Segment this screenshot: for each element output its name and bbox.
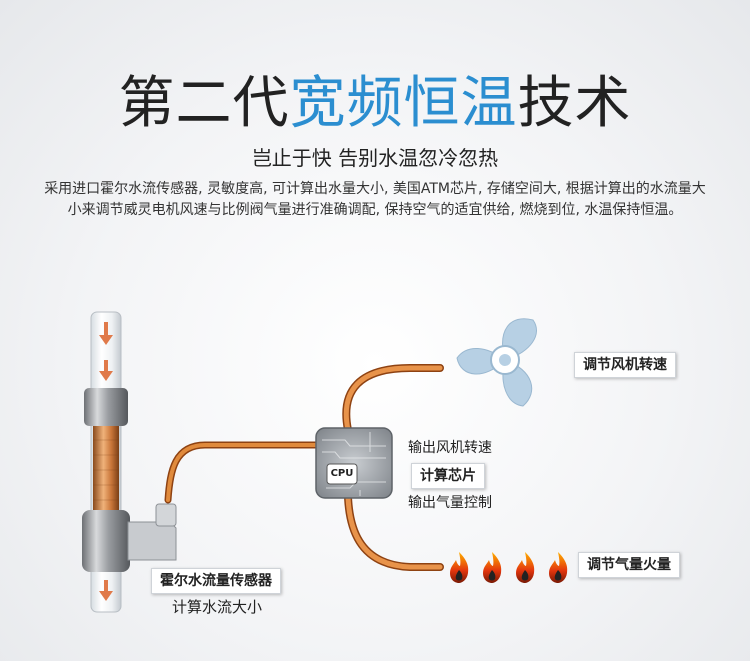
cpu-label: 计算芯片 [411, 463, 485, 489]
fan-speed-label: 调节风机转速 [574, 352, 676, 378]
title-suffix: 技术 [517, 71, 632, 136]
output-gas-control-text: 输出气量控制 [408, 495, 492, 511]
copper-pipes [164, 364, 444, 571]
sensor-label: 霍尔水流量传感器 [151, 568, 281, 594]
page-title: 第二代宽频恒温技术 [0, 72, 750, 136]
cpu-chip [315, 427, 393, 499]
flame-icon [549, 552, 568, 583]
flame-icons [450, 552, 568, 583]
hall-flow-sensor [82, 311, 177, 613]
flame-icon [516, 552, 535, 583]
cpu-chip-text: CPU [330, 468, 354, 479]
flame-icon [483, 552, 502, 583]
fan-icon [456, 318, 537, 407]
gas-flame-label: 调节气量火量 [578, 552, 680, 578]
title-highlight: 宽频恒温 [289, 71, 518, 136]
flame-icon [450, 552, 469, 583]
flow-arrow-icon [99, 322, 113, 601]
sensor-caption: 计算水流大小 [172, 598, 263, 616]
title-prefix: 第二代 [118, 71, 290, 136]
output-fan-speed-text: 输出风机转速 [408, 440, 492, 456]
subtitle: 岂止于快 告别水温忽冷忽热 [251, 146, 499, 170]
description: 采用进口霍尔水流传感器, 灵敏度高, 可计算出水量大小, 美国ATM芯片, 存储… [44, 181, 706, 218]
